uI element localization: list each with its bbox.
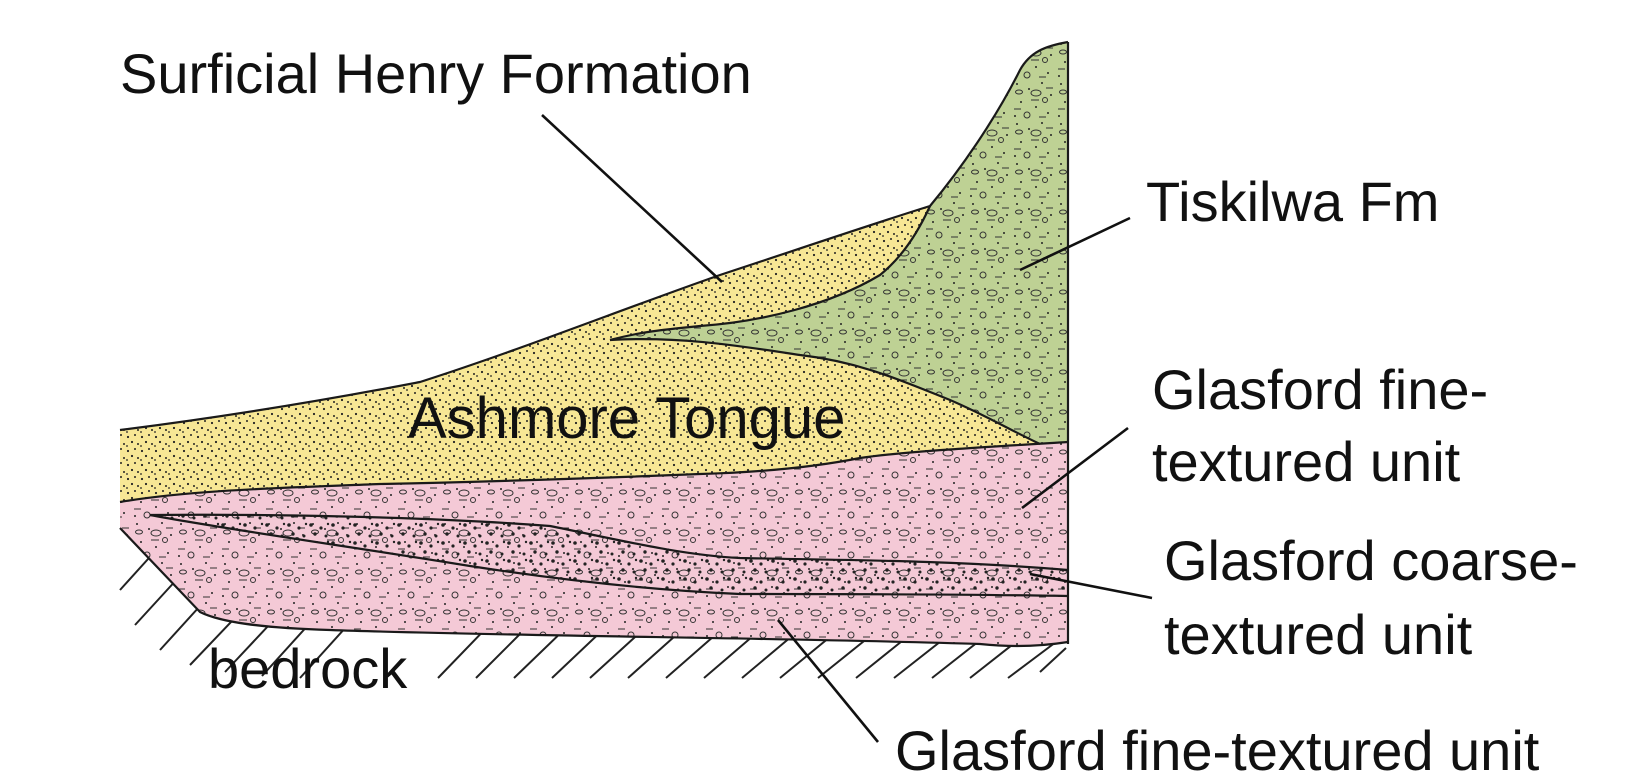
glasford-fine-upper-label-1: Glasford fine- — [1152, 358, 1488, 421]
bedrock-label: bedrock — [208, 637, 408, 700]
glasford-coarse-label-2: textured unit — [1164, 603, 1473, 666]
glasford-fine-upper-label-2: textured unit — [1152, 430, 1461, 493]
tiskilwa-label: Tiskilwa Fm — [1146, 170, 1439, 233]
henry-formation-label: Surficial Henry Formation — [120, 42, 752, 105]
leader-henry — [542, 115, 722, 282]
ashmore-tongue-label: Ashmore Tongue — [408, 386, 845, 451]
glasford-fine-lower-label: Glasford fine-textured unit — [895, 719, 1540, 782]
glasford-coarse-label-1: Glasford coarse- — [1164, 529, 1578, 592]
